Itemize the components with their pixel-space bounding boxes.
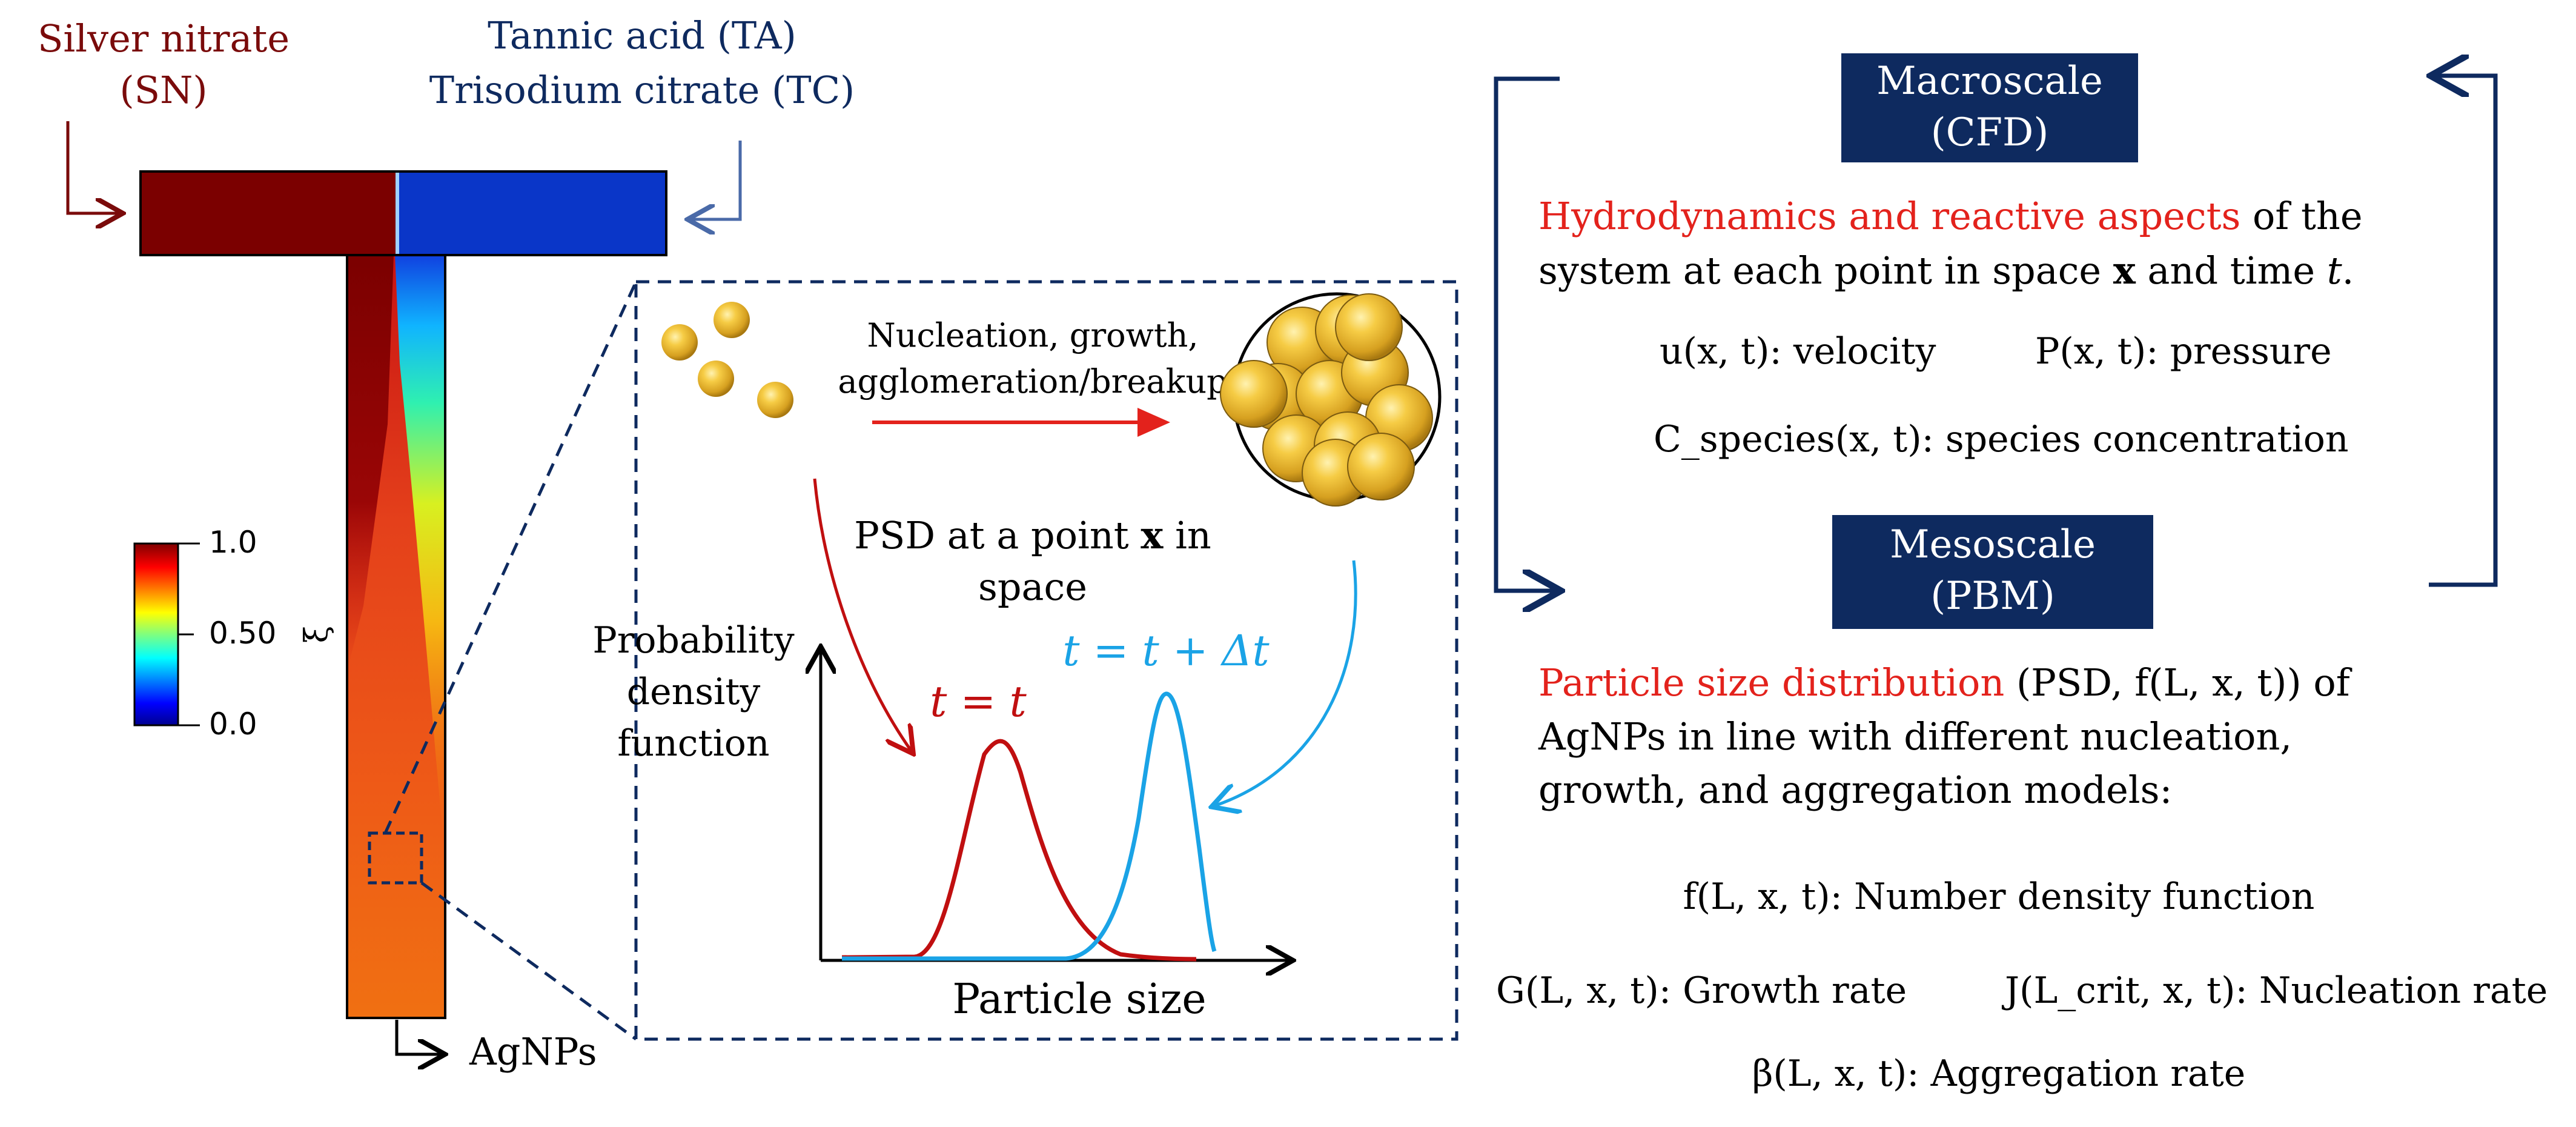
cyan-curved-arrow [1214, 560, 1357, 806]
macro-description-line1: Hydrodynamics and reactive aspects of th… [1538, 194, 2363, 238]
individual-particles [661, 302, 793, 418]
x-axis-label: Particle size [952, 976, 1206, 1023]
mesoscale-title: Mesoscale [1890, 522, 2096, 567]
particle [714, 302, 750, 338]
macroscale-box [1841, 53, 2138, 162]
y-axis-label-line1: Probability [592, 619, 794, 662]
curve-label-t-dt: t = t + Δt [1062, 626, 1270, 676]
macroscale-subtitle: (CFD) [1931, 110, 2049, 155]
mesoscale-box [1832, 515, 2153, 629]
agglomerate [1220, 292, 1442, 507]
zoom-region-marker [368, 831, 423, 885]
meso-description-line1: Particle size distribution (PSD, f(L, x,… [1538, 660, 2353, 705]
species-equation: C_species(x, t): species concentration [1654, 418, 2349, 460]
particle [698, 361, 734, 397]
colorbar-tick-mid: 0.50 [209, 616, 276, 651]
mixing-plume [395, 254, 444, 848]
psd-title-line1: PSD at a point x in [854, 513, 1211, 557]
meso-description-line3: growth, and aggregation models: [1538, 768, 2172, 812]
growth-rate-equation: G(L, x, t): Growth rate [1496, 969, 1907, 1012]
colorbar-gradient [133, 542, 179, 726]
outlet-arrow [395, 1020, 442, 1054]
zoom-line-top [383, 281, 638, 834]
particle [661, 324, 698, 361]
silver-nitrate-abbrev: (SN) [119, 68, 207, 112]
pressure-equation: P(x, t): pressure [2035, 330, 2332, 373]
psd-curve-t-dt [842, 691, 1217, 961]
agnps-outlet-label: AgNPs [469, 1029, 597, 1074]
mesoscale-subtitle: (PBM) [1930, 574, 2055, 619]
nucleation-rate-equation: J(L_crit, x, t): Nucleation rate [2001, 969, 2548, 1012]
sn-streak [348, 254, 394, 667]
macroscale-title: Macroscale [1876, 59, 2103, 104]
velocity-equation: u(x, t): velocity [1660, 330, 1936, 373]
t-mixer [139, 170, 667, 1019]
aggregation-rate-equation: β(L, x, t): Aggregation rate [1752, 1052, 2246, 1095]
colorbar-tick-min: 0.0 [209, 706, 257, 742]
macro-description-line2: system at each point in space x and time… [1538, 248, 2354, 293]
number-density-equation: f(L, x, t): Number density function [1683, 876, 2315, 918]
psd-title-line2: space [978, 565, 1087, 609]
curve-label-t: t = t [930, 677, 1027, 726]
red-curved-arrow [813, 478, 912, 751]
silver-nitrate-label: Silver nitrate [38, 16, 290, 61]
sn-inlet-channel [139, 170, 399, 256]
zoom-line-bottom [420, 881, 637, 1041]
zoom-detail-box [634, 280, 1459, 1041]
colorbar-symbol: ξ [299, 626, 335, 643]
tannic-acid-label: Tannic acid (TA) [488, 13, 796, 58]
psd-curve-t [841, 739, 1197, 962]
sn-inlet-arrow [66, 121, 120, 213]
colorbar: 1.0 0.50 0.0 ξ [133, 525, 335, 742]
y-axis-label-line3: function [617, 722, 769, 765]
colorbar-tick-max: 1.0 [209, 525, 257, 560]
process-label-line2: agglomeration/breakup [838, 362, 1227, 401]
process-label-line1: Nucleation, growth, [867, 316, 1198, 354]
particle [757, 382, 793, 418]
trisodium-citrate-label: Trisodium citrate (TC) [429, 68, 855, 112]
ta-tc-inlet-arrow [690, 141, 742, 219]
meso-description-line2: AgNPs in line with different nucleation, [1538, 714, 2292, 759]
coupling-bracket-right [2429, 76, 2498, 587]
coupling-bracket-left [1494, 76, 1560, 591]
ta-tc-inlet-channel [396, 170, 667, 256]
y-axis-label-line2: density [627, 671, 761, 713]
